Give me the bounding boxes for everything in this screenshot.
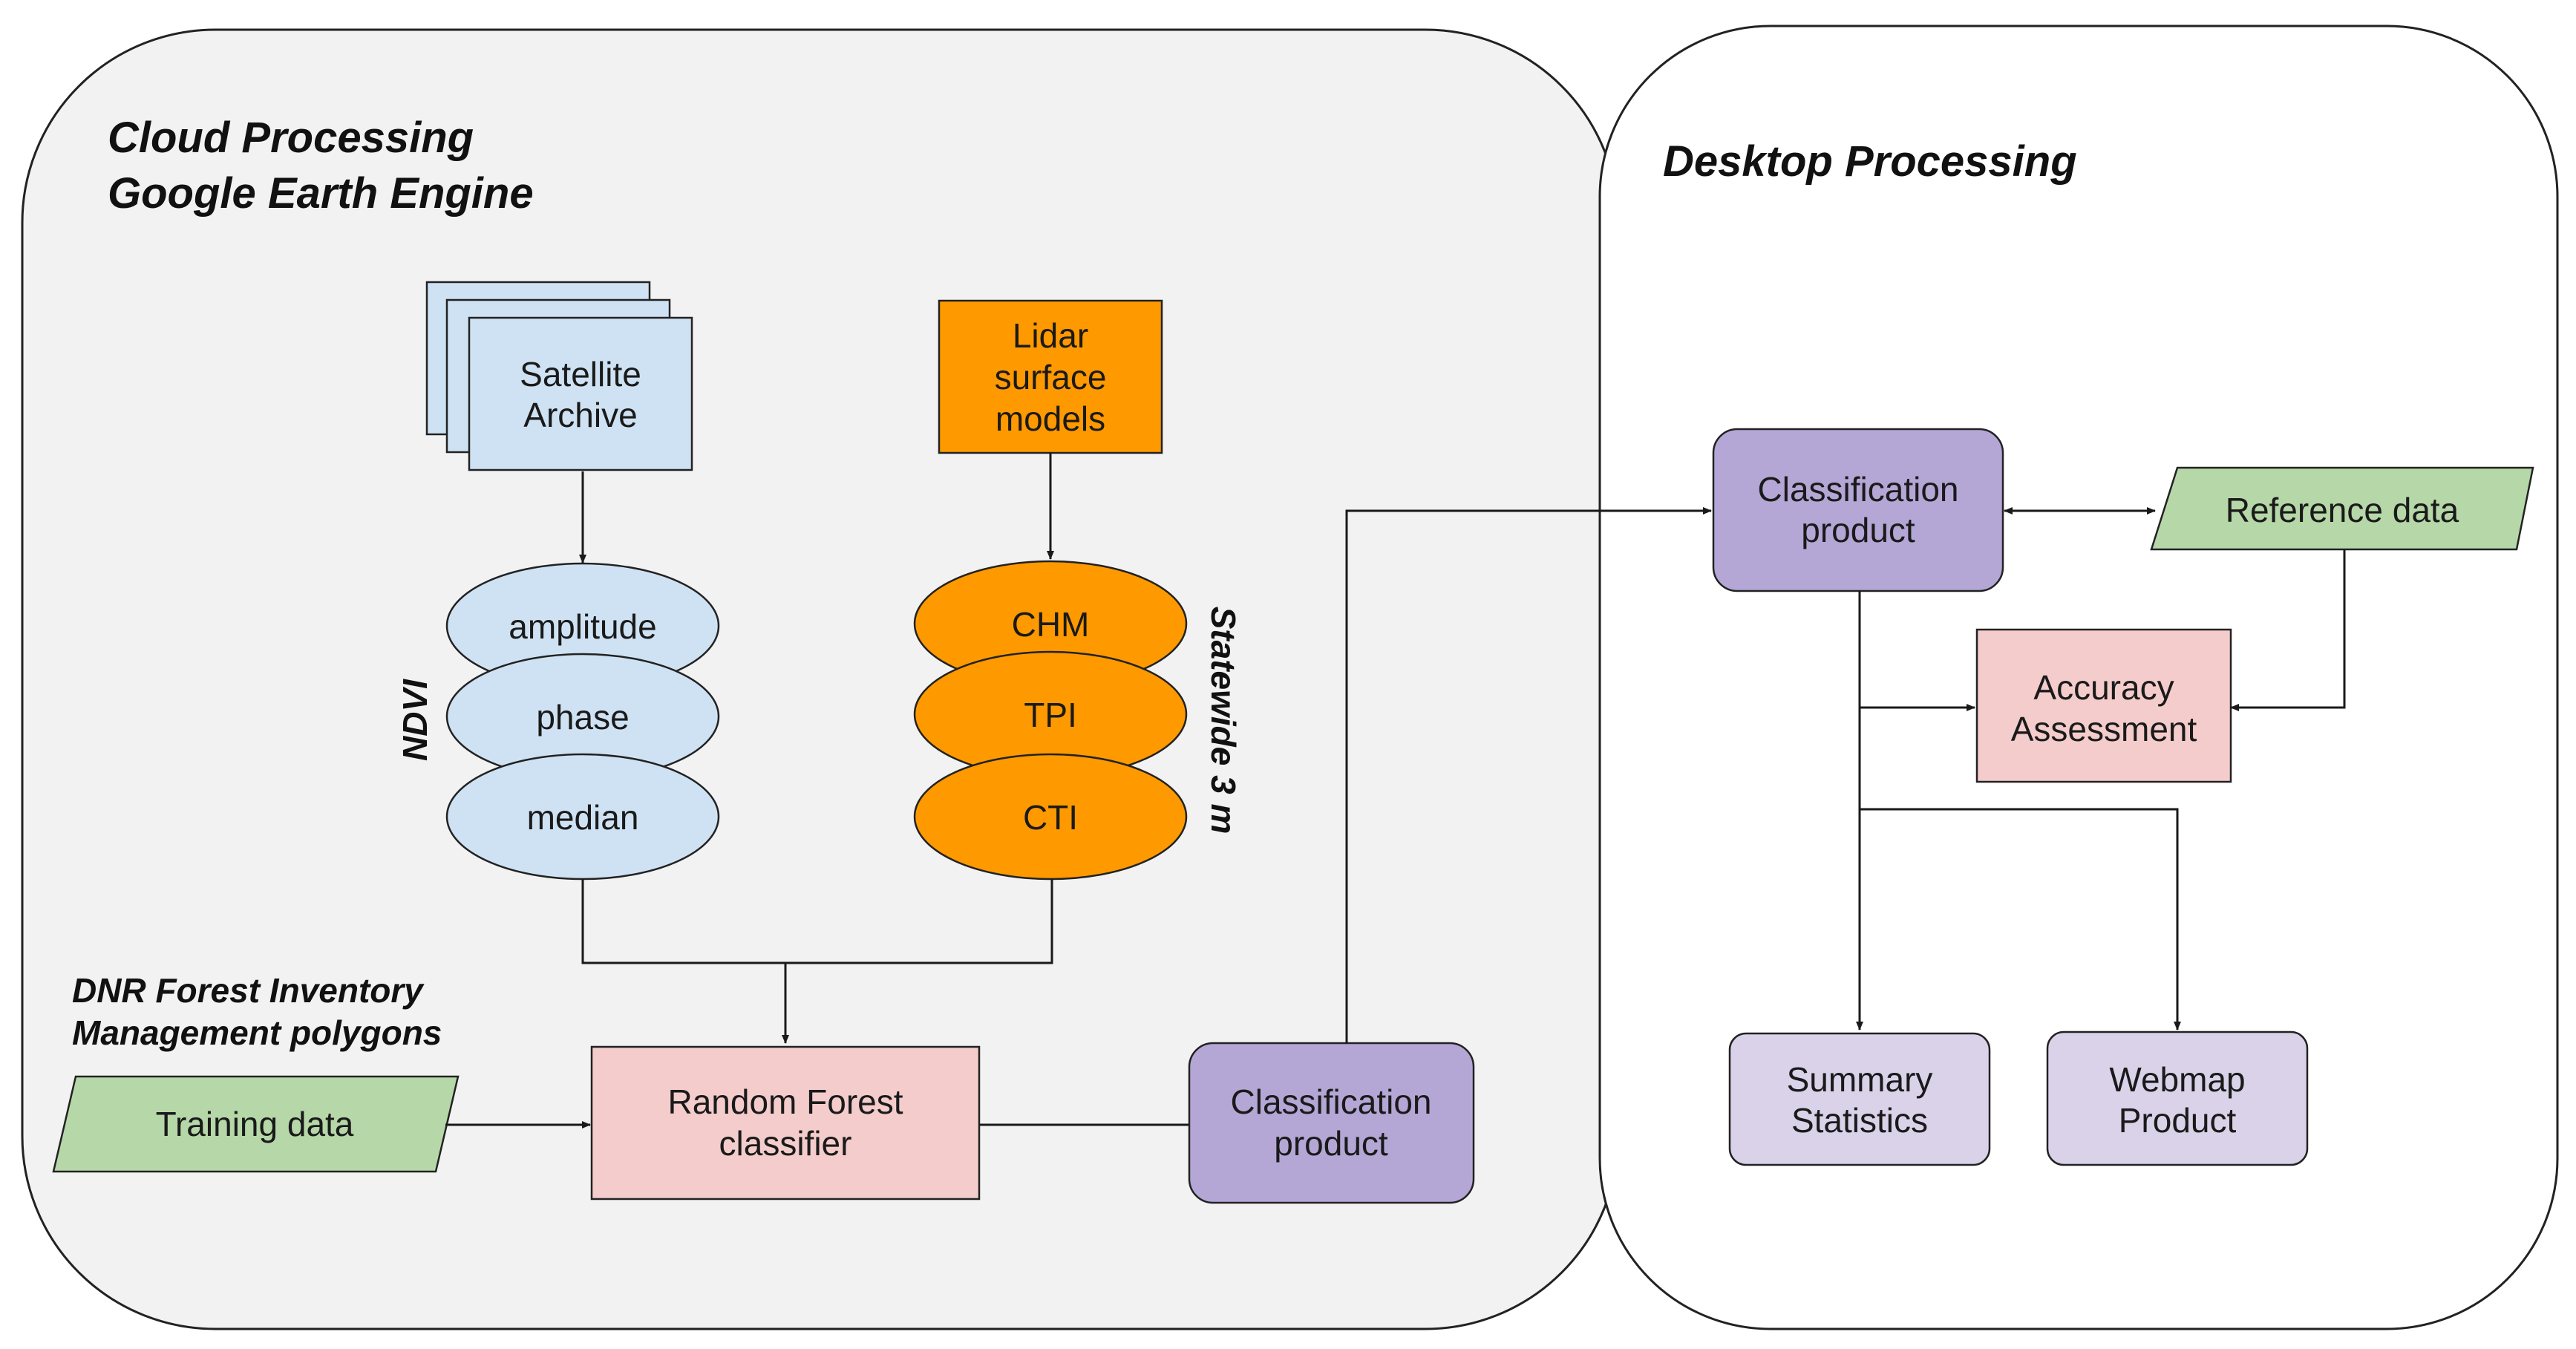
satellite-archive-stack [425,281,693,471]
desktop-product-line2: product [1801,511,1915,549]
lidar-line3: models [996,399,1105,438]
reference-data-label: Reference data [2226,491,2459,529]
satellite-archive-line1: Satellite [520,355,641,393]
inventory-line2: Management polygons [72,1013,442,1052]
lidar-layer-tpi: TPI [1024,696,1077,734]
satellite-archive-line2: Archive [523,396,637,434]
desktop-title: Desktop Processing [1663,137,2077,186]
accuracy-assessment-box [1975,628,2232,783]
lidar-layer-chm: CHM [1012,605,1090,644]
lidar-line2: surface [995,358,1107,396]
summary-line2: Statistics [1791,1101,1928,1140]
cloud-title-line1: Cloud Processing [108,114,474,162]
webmap-line2: Product [2119,1101,2237,1140]
inventory-line1: DNR Forest Inventory [72,971,425,1010]
training-data-shape [52,1075,460,1173]
cloud-to-desktop-arrow [1345,507,1712,1043]
classifier-line1: Random Forest [667,1082,903,1121]
summary-line1: Summary [1787,1060,1933,1099]
webmap-line1: Webmap [2109,1060,2245,1099]
reference-to-accuracy-arrow [2230,549,2346,711]
random-forest-classifier-box [590,1045,981,1201]
ndvi-item-amplitude: amplitude [509,607,656,646]
reference-data-shape [2150,466,2534,551]
lidar-line1: Lidar [1013,316,1088,355]
accuracy-line2: Assessment [2011,710,2197,748]
cloud-classification-product-box [1188,1042,1475,1204]
classifier-line2: classifier [719,1124,852,1163]
summary-statistics-box [1728,1032,1991,1166]
desktop-classification-product-box [1712,428,2004,592]
lidar-layer-cti: CTI [1023,798,1078,837]
lidar-surface-models-box [938,299,1163,454]
ndvi-item-median: median [527,798,639,837]
product-to-webmap-arrow [1860,808,2181,1030]
statewide-label: Statewide 3 m [1204,607,1243,834]
accuracy-line1: Accuracy [2033,668,2174,707]
cloud-product-line1: Classification [1231,1082,1432,1121]
ndvi-label: NDVI [396,679,434,761]
training-data-label: Training data [156,1105,354,1143]
webmap-product-box [2046,1030,2309,1166]
cloud-title-line2: Google Earth Engine [108,169,534,218]
cloud-product-line2: product [1274,1124,1388,1163]
cti-ellipse [913,753,1188,881]
ndvi-item-phase: phase [536,698,629,736]
merge-connector [581,879,1053,964]
desktop-product-line1: Classification [1758,470,1959,509]
